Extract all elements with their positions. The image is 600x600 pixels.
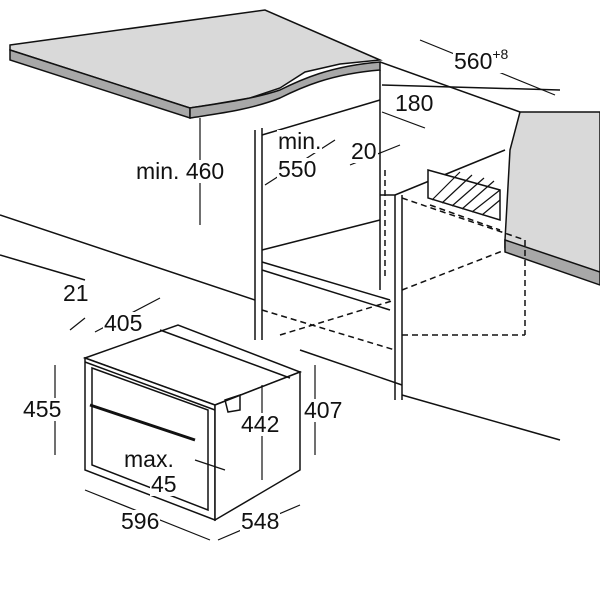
oven-depth-dimension: 548	[240, 508, 281, 534]
left-countertop	[9, 9, 383, 120]
min-depth-value: 550	[277, 156, 318, 182]
oven-body-width-dimension: 405	[103, 310, 144, 336]
niche-dashed-lines	[261, 170, 526, 351]
vent-opening	[427, 169, 501, 222]
oven-unit	[82, 324, 303, 522]
oven-front-height-dimension: 455	[22, 396, 63, 422]
front-offset-dimension: 21	[62, 280, 90, 306]
cabinet-lines	[0, 61, 561, 441]
max-label: max.	[123, 446, 175, 472]
right-countertop	[504, 111, 600, 286]
niche-width-dimension: 560+8	[453, 47, 510, 74]
niche-width-value: 560	[454, 48, 493, 74]
min-depth-label: min.	[277, 128, 323, 154]
min-height-dimension: min. 460	[135, 158, 226, 184]
rear-gap-dimension: 20	[350, 138, 378, 164]
max-value: 45	[150, 471, 178, 497]
vent-opening-dimension: 180	[394, 90, 435, 116]
oven-width-dimension: 596	[120, 508, 161, 534]
oven-inner-height-dimension: 442	[240, 411, 281, 437]
oven-body-height-dimension: 407	[303, 397, 344, 423]
niche-width-tolerance: +8	[492, 46, 509, 62]
